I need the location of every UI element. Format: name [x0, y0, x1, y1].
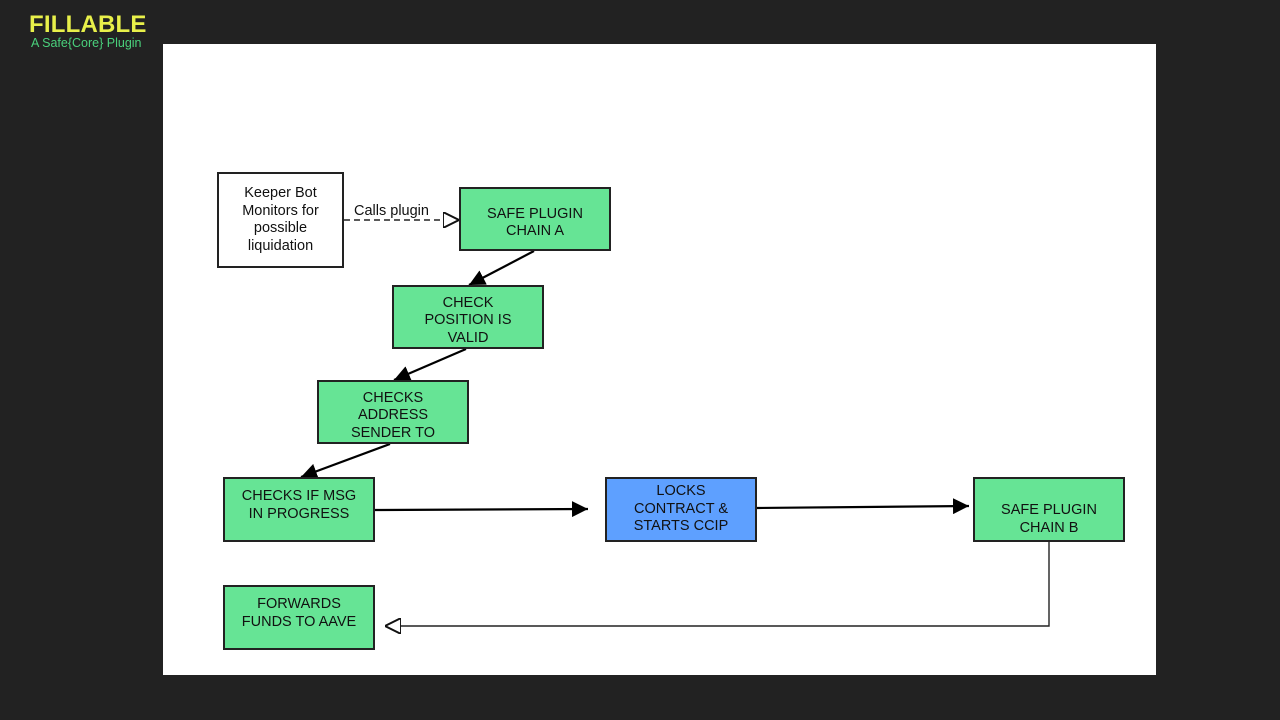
node-label-line: VALID [447, 329, 489, 346]
edge-check-position-to-checks-address [393, 347, 467, 382]
edge-plugin-b-to-forwards [385, 542, 1050, 626]
edge-locks-to-plugin-b [756, 498, 970, 515]
node-label-line: CHAIN B [1019, 519, 1079, 536]
node-label-line: IN PROGRESS [248, 505, 350, 522]
node-label-line: LOCKS [656, 483, 706, 500]
node-label-line: CHECK [442, 294, 494, 311]
node-label-line: Keeper Bot [244, 185, 317, 201]
node-label-line: ADDRESS [357, 407, 429, 423]
node-label-line: CHECKS [362, 389, 424, 406]
node-label-line: FUNDS TO AAVE [241, 613, 357, 630]
node-label-line: SAFE PLUGIN [487, 205, 583, 222]
node-label-line: POSITION IS [424, 312, 512, 328]
node-label-line: STARTS CCIP [633, 518, 729, 535]
connectors [300, 44, 1050, 675]
node-label-line: CHAIN A [505, 223, 564, 239]
edge-label-calls-plugin: Calls plugin [353, 203, 430, 219]
edge-checks-address-to-checks-msg [300, 442, 391, 479]
node-label-line: SAFE PLUGIN [1001, 502, 1097, 518]
edge-checks-msg-to-locks [374, 501, 589, 518]
node-label-line: SENDER TO [350, 424, 436, 441]
node-label-line: CHECKS IF MSG [241, 488, 357, 504]
brand-subtitle: A Safe{Core} Plugin [31, 36, 142, 50]
edge-plugin-a-to-check-position [468, 250, 535, 286]
brand: FILLABLE A Safe{Core} Plugin [29, 11, 147, 50]
node-label-line: CONTRACT & [634, 500, 728, 517]
node-label-line: liquidation [247, 237, 314, 254]
brand-title: FILLABLE [29, 11, 147, 38]
node-label-line: FORWARDS [257, 596, 341, 612]
node-label-line: Monitors for [242, 202, 319, 219]
node-label-line: possible [253, 220, 308, 236]
